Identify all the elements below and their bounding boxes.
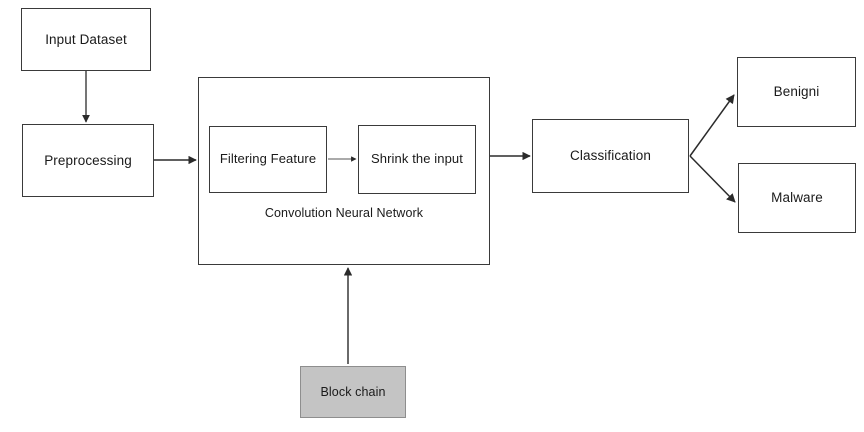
node-preprocessing[interactable]: Preprocessing (22, 124, 154, 197)
edge-classification-to-benigni (689, 94, 735, 157)
node-classification[interactable]: Classification (532, 119, 689, 193)
node-input-dataset-label: Input Dataset (45, 31, 127, 47)
node-preprocessing-label: Preprocessing (44, 152, 132, 168)
node-benigni[interactable]: Benigni (737, 57, 856, 127)
node-block-chain-label: Block chain (320, 384, 386, 399)
node-malware-label: Malware (771, 190, 823, 206)
edge-classification-to-malware (689, 155, 736, 203)
node-filtering-feature-label: Filtering Feature (219, 151, 317, 167)
node-malware[interactable]: Malware (738, 163, 856, 233)
node-shrink-the-input[interactable]: Shrink the input (358, 125, 476, 194)
node-shrink-the-input-label: Shrink the input (371, 151, 463, 167)
node-classification-label: Classification (570, 148, 651, 164)
cnn-caption: Convolution Neural Network (264, 206, 424, 220)
cnn-group-container[interactable] (198, 77, 490, 265)
node-input-dataset[interactable]: Input Dataset (21, 8, 151, 71)
node-block-chain[interactable]: Block chain (300, 366, 406, 418)
node-benigni-label: Benigni (773, 84, 820, 100)
node-filtering-feature[interactable]: Filtering Feature (209, 126, 327, 193)
